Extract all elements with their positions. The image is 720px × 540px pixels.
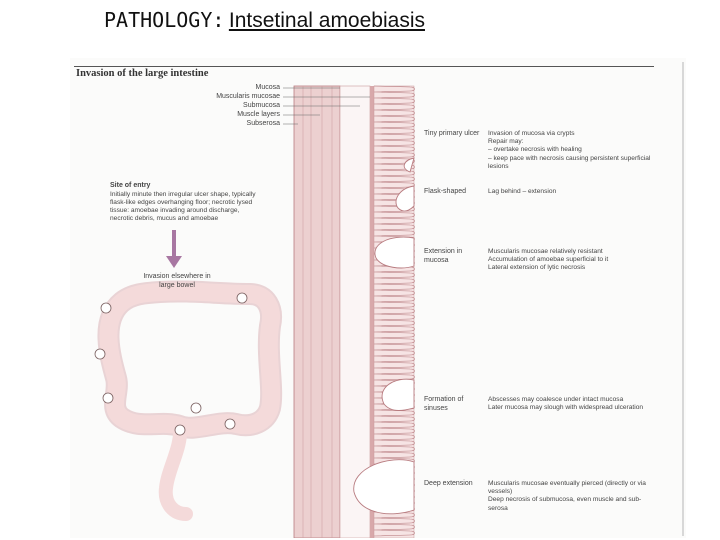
site-of-entry-text: Initially minute then irregular ulcer sh… [110, 190, 256, 223]
diagram-figure: Invasion of the large intestine [70, 58, 686, 538]
extension-ulcer [374, 236, 415, 269]
layer-label-muscularis-mucosae: Muscularis mucosae [216, 93, 280, 100]
site-of-entry: Site of entry Initially minute then irre… [110, 182, 260, 223]
invasion-arrow [166, 230, 182, 268]
figure-heading: Invasion of the large intestine [76, 68, 209, 79]
intestinal-wall [293, 85, 415, 538]
primary-ulcer [403, 157, 415, 173]
arrow-label: Invasion elsewhere in large bowel [143, 273, 211, 289]
layer-label-subserosa: Subserosa [246, 120, 280, 127]
heading-rule [74, 66, 654, 67]
large-bowel [94, 280, 283, 521]
layer-label-mucosa: Mucosa [255, 84, 280, 91]
deep-ulcer [353, 459, 415, 515]
slide-title: PATHOLOGY: Intsetinal amoebiasis [104, 8, 425, 33]
site-of-entry-title: Site of entry [110, 182, 151, 189]
stage-name-extension: Extension in mucosa [424, 248, 463, 264]
sinus-ulcer [381, 378, 415, 411]
layer-label-submucosa: Submucosa [243, 102, 280, 109]
stage-name-flask: Flask-shaped [424, 188, 467, 195]
ulcer-lesions [353, 157, 415, 515]
diagram-drawing [94, 85, 415, 538]
title-prefix: PATHOLOGY: [104, 8, 225, 32]
stage-desc-sinuses: Abscesses may coalesce under intact muco… [488, 396, 644, 412]
stage-desc-flask: Lag behind – extension [488, 188, 557, 195]
stage-desc-primary-ulcer: Invasion of mucosa via crypts Repair may… [488, 130, 651, 170]
stage-desc-deep: Muscularis mucosae eventually pierced (d… [488, 480, 646, 512]
title-main: Intsetinal amoebiasis [228, 9, 425, 32]
flask-ulcer [395, 185, 415, 212]
layer-leaders [283, 87, 370, 125]
stage-name-deep: Deep extension [424, 480, 473, 487]
layer-label-muscle-layers: Muscle layers [237, 111, 280, 118]
figure-edge [682, 62, 684, 536]
stage-name-sinuses: Formation of sinuses [424, 396, 464, 412]
stage-name-primary-ulcer: Tiny primary ulcer [424, 130, 480, 137]
stage-desc-extension: Muscularis mucosae relatively resistant … [488, 248, 609, 272]
